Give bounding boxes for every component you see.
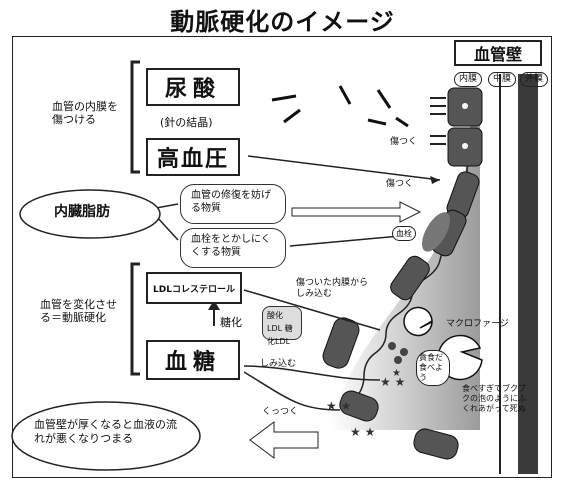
foam-cell-caption: 食べすぎてブクブクの泡のようにふくれあがって死ぬ — [462, 384, 526, 413]
page-title: 動脈硬化のイメージ — [170, 8, 395, 36]
repair-inhibit-bubble: 血管の修復を妨げる物質 — [180, 184, 286, 224]
uric-acid-sub: (針の結晶) — [160, 116, 213, 129]
seep-label: しみ込む — [260, 359, 297, 369]
thrombus-label: 血栓 — [392, 226, 416, 241]
vessel-wall-header: 血管壁 — [454, 40, 542, 66]
layer-outer-label: 外膜 — [520, 72, 549, 87]
diagram-frame — [12, 36, 552, 478]
clot-inhibit-bubble: 血栓をとかしにくくする物質 — [180, 228, 286, 268]
thickening-caption: 血管壁が厚くなると血液の流れが悪くなりつまる — [34, 418, 177, 445]
risk-caption: 血管を変化させる＝動脈硬化 — [40, 298, 117, 324]
damage-caption: 血管の内膜を傷つける — [52, 100, 118, 126]
uric-acid-box: 尿酸 — [146, 68, 240, 106]
hypertension-box: 高血圧 — [146, 138, 240, 176]
oxidized-ldl-badge: 酸化LDL 糖化LDL — [262, 306, 302, 346]
layer-middle-label: 中膜 — [488, 72, 517, 87]
stick-label: くっつく — [262, 407, 299, 417]
eat-bubble: 貪食だ食べよう — [416, 350, 450, 386]
blood-sugar-box: 血糖 — [146, 340, 240, 380]
svg-text:★: ★ — [392, 368, 401, 379]
damage-label-1: 傷つく — [390, 137, 418, 147]
oxidation-label: 糖化 — [220, 316, 242, 329]
damage-label-2: 傷つく — [386, 179, 414, 189]
svg-text:★ ★: ★ ★ — [350, 425, 375, 439]
visceral-fat-label: 内臓脂肪 — [54, 204, 110, 220]
macrophage-small-icon — [403, 306, 433, 337]
svg-text:★ ★: ★ ★ — [380, 375, 405, 389]
macrophage-label: マクロファージ — [446, 319, 509, 329]
seep-in-label: 傷ついた内膜からしみ込む — [296, 278, 369, 299]
layer-inner-label: 内膜 — [454, 72, 483, 87]
svg-text:★ ★: ★ ★ — [326, 399, 351, 413]
ldl-box: LDLコレステロール — [146, 272, 242, 304]
